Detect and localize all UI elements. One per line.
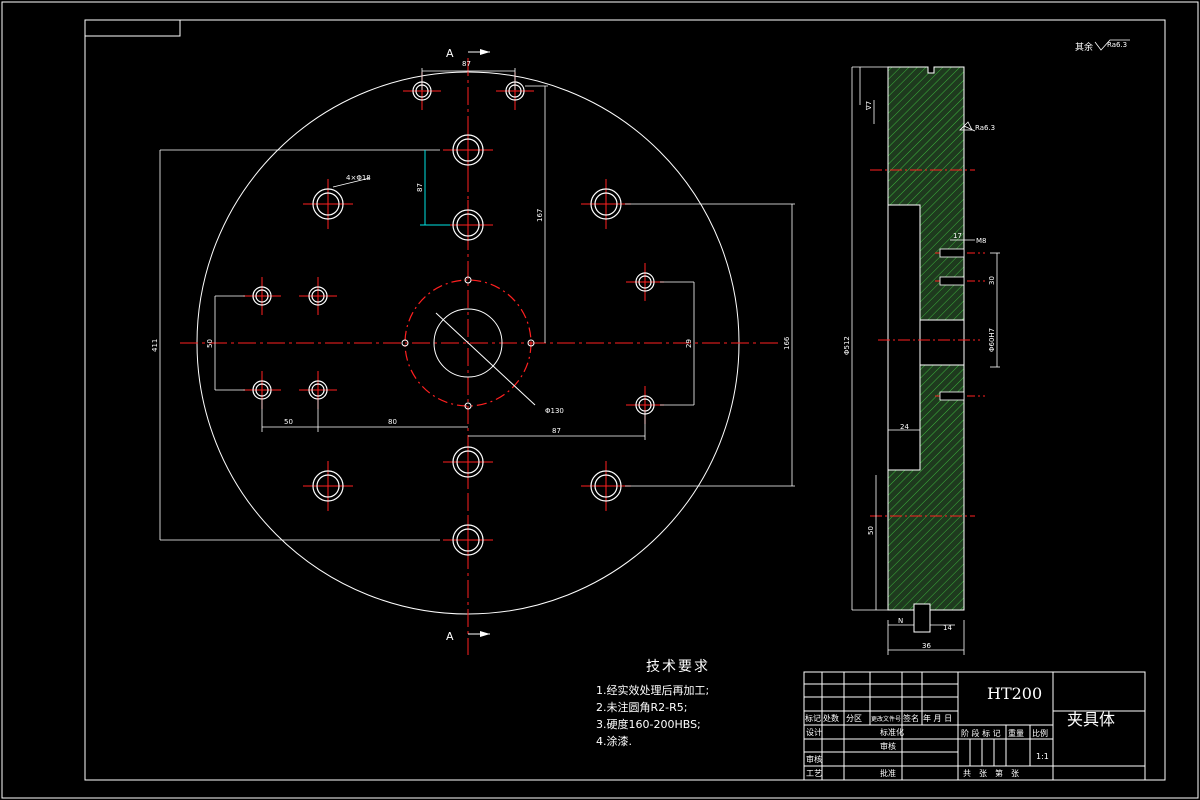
row-label-change: 更改文件号 [871,716,902,723]
bolt-hole-right [527,339,535,347]
dim-right-inner: 29 [685,339,693,348]
finish-symbol [1094,39,1130,51]
section-letter-bottom: A [446,630,454,643]
dim-far-left: 411 [151,339,159,352]
large-hole-3 [443,125,493,175]
label-audit: 审核 [880,742,896,751]
large-hole-4 [443,200,493,250]
tech-requirement-1: 1.经实效处理后再加工; [596,684,710,697]
plan-dimension-lines [159,68,795,541]
section-arrows [468,49,490,637]
large-hole-5 [443,437,493,487]
label-approve: 批准 [880,769,896,778]
row-label-mark: 标记 [805,714,821,723]
large-hole-6 [443,515,493,565]
tech-requirements: 技术要求 1.经实效处理后再加工; 2.未注圆角R2-R5; 3.硬度160-2… [596,656,796,750]
title-block-grid [803,671,1146,781]
inner-frame [84,19,1166,781]
small-hole-12 [299,277,337,315]
label-review: 审核 [806,755,822,764]
part-name: 夹具体 [1067,710,1116,729]
section-dimension-lines [851,66,1000,655]
dim-17: 17 [953,232,962,240]
section-recess [887,204,921,471]
scale-value: 1:1 [1036,752,1049,761]
surface-symbol [959,121,973,131]
surface-mark: Ra6.3 [975,124,995,132]
bolt-circle [404,279,532,407]
bolt-circle-leader [435,312,536,406]
label-stage: 阶 段 标 记 [961,729,1001,738]
dim-m-thread: M8 [976,237,987,245]
tech-requirements-title: 技术要求 [646,659,710,675]
finish-roughness: Ra6.3 [1107,41,1127,49]
dim-n: N [898,617,903,625]
dim-overall-height: Φ512 [843,336,851,355]
section-key [913,603,931,633]
label-sheets: 共 张 第 张 [963,769,1019,778]
row-label-date: 年 月 日 [923,714,953,723]
dim-right-outer: 166 [783,336,791,350]
tech-requirement-4: 4.涂漆. [596,735,632,748]
finish-note: 其余 [1075,41,1093,53]
bolt-hole-bottom [464,402,472,410]
dim-hole-callout: 4×Φ18 [346,174,371,182]
bolt-hole-left [401,339,409,347]
dim-bottom-mid: 80 [388,418,397,426]
small-hole-15 [626,263,664,301]
dim-bottom-right: 87 [552,427,561,435]
section-letter-top: A [446,47,454,60]
dim-24: 24 [900,423,909,431]
dim-bore: Φ60H7 [988,328,996,352]
dim-left-inner: 50 [206,339,214,348]
row-label-count: 处数 [823,714,839,723]
large-hole-10 [581,461,631,511]
label-scale: 比例 [1032,729,1048,738]
thread-holes [939,248,965,401]
large-hole-8 [581,179,631,229]
large-hole-7 [303,179,353,229]
dim-14: 14 [943,624,952,632]
dim-top-span: 87 [462,60,471,68]
label-standardize: 标准化 [880,728,904,737]
dim-50: 50 [867,526,875,535]
row-label-zone: 分区 [846,714,862,723]
dim-7: ∇7 [865,101,873,111]
label-craft: 工艺 [806,769,822,778]
label-weight: 重量 [1008,729,1024,738]
dim-bolt-circle: Φ130 [545,407,564,415]
bolt-hole-top [464,276,472,284]
plan-view [180,58,780,655]
material-label: HT200 [987,684,1043,703]
row-label-sign: 签名 [903,714,919,723]
large-hole-9 [303,461,353,511]
small-hole-11 [243,277,281,315]
center-bore [433,308,503,378]
section-view [851,66,1000,655]
tech-requirement-3: 3.硬度160-200HBS; [596,718,701,731]
label-design: 设计 [806,728,822,737]
tech-requirement-2: 2.未注圆角R2-R5; [596,701,688,714]
holes-group [243,72,664,565]
dim-upper-vertical: 87 [416,183,424,192]
corner-box [84,19,181,37]
dim-30: 30 [988,276,996,285]
dim-right-tall: 167 [536,209,544,222]
cyan-dimension [420,150,450,226]
dim-bottom-left: 50 [284,418,293,426]
section-bore [919,319,965,366]
dim-36: 36 [922,642,931,650]
